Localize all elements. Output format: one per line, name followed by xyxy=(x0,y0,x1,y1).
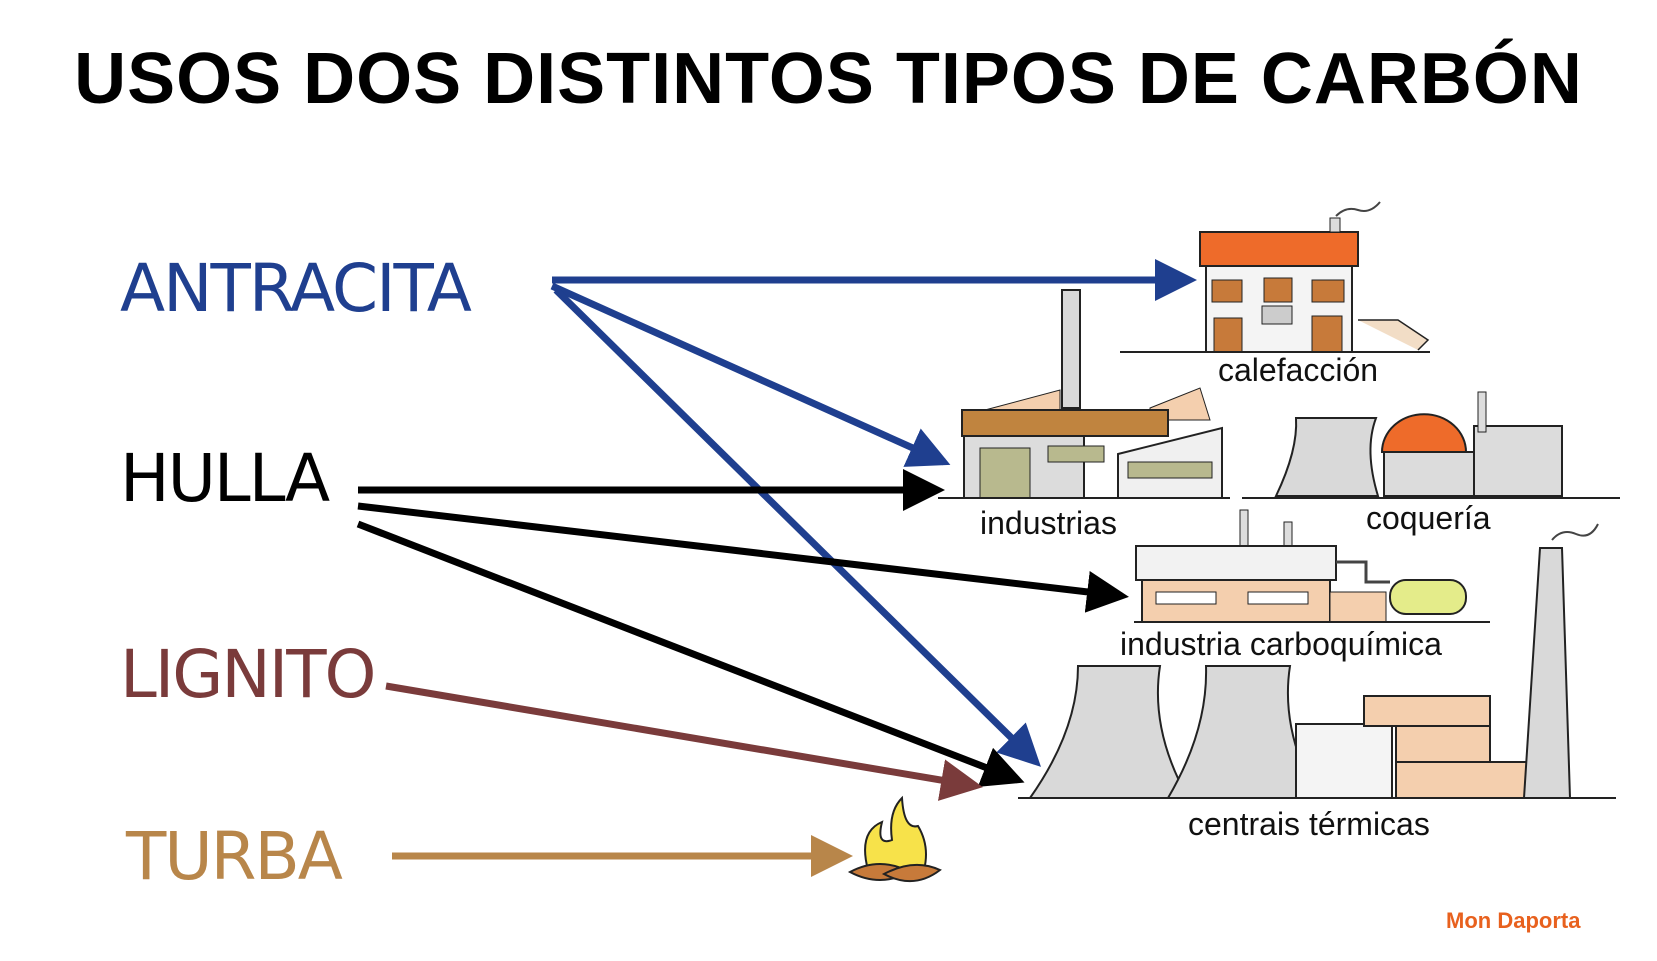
coal-label-antracita: ANTRACITA xyxy=(120,250,472,327)
use-label-industrias: industrias xyxy=(980,505,1117,541)
arrow-hulla-to-centrais xyxy=(356,520,1025,787)
factory-illustration xyxy=(938,289,1230,499)
house-illustration xyxy=(1120,201,1430,353)
author-credit: Mon Daporta xyxy=(1446,908,1581,933)
campfire-illustration xyxy=(847,795,942,882)
coal-label-turba: TURBA xyxy=(126,818,343,895)
arrow-antracita-to-industrias xyxy=(550,282,951,467)
arrow-lignito-to-centrais xyxy=(385,682,983,801)
use-label-coqueria: coquería xyxy=(1366,500,1491,536)
arrow-links xyxy=(356,259,1197,877)
use-label-calefaccion: calefacción xyxy=(1218,352,1379,388)
coal-label-hulla: HULLA xyxy=(120,440,330,517)
power-plant-illustration xyxy=(1018,523,1616,799)
arrow-hulla-to-carboquimica xyxy=(357,502,1129,613)
coke-plant-illustration xyxy=(1242,391,1620,499)
arrow-antracita-to-centrais xyxy=(553,287,1041,767)
diagram-title: USOS DOS DISTINTOS TIPOS DE CARBÓN xyxy=(74,39,1583,119)
use-label-carboquimica: industria carboquímica xyxy=(1120,626,1442,662)
coal-label-lignito: LIGNITO xyxy=(120,636,376,713)
use-label-centrais: centrais térmicas xyxy=(1188,806,1430,842)
chemical-plant-illustration xyxy=(1134,509,1490,623)
